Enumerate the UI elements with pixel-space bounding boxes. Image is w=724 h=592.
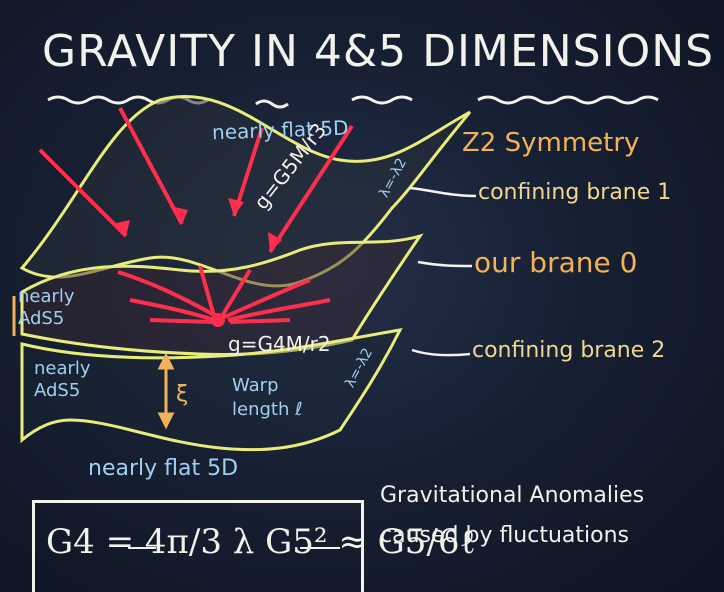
board-title: GRAVITY IN 4&5 DIMENSIONS [42, 26, 715, 77]
title-underline-small [255, 99, 289, 109]
confining-brane-2-sheet [20, 328, 403, 452]
ads-lower-label: nearly AdS5 [34, 358, 91, 401]
anomalies-text: Gravitational Anomalies caused by fluctu… [380, 483, 645, 548]
bottom-region-label: nearly flat 5D [88, 456, 239, 481]
pointer-confining-2 [411, 348, 471, 357]
equation-box [32, 500, 364, 592]
g4-formula: g=G4M/r2 [228, 332, 331, 356]
pointer-confining-1 [409, 186, 477, 198]
xi-arrow [157, 352, 175, 430]
g4-equation: G4 = 4π/3 λ G5² ≈ G5/6ℓ [46, 522, 476, 562]
warp-length-label: Warp length ℓ [232, 375, 303, 420]
point-mass [211, 313, 225, 327]
title-underline-mid [351, 95, 413, 105]
confining-brane-1-label: confining brane 1 [478, 180, 672, 205]
confining-brane-2-label: confining brane 2 [472, 338, 666, 363]
gravity-arrowheads [112, 198, 282, 252]
gravity-field-lines [38, 107, 354, 324]
ads-upper-label: nearly AdS5 [18, 286, 75, 329]
our-brane-label: our brane 0 [474, 246, 638, 279]
z2-symmetry-label: Z2 Symmetry [462, 128, 640, 158]
pointer-our-brane [417, 260, 473, 268]
title-underline-right [477, 95, 659, 105]
confining-brane-1-sheet [19, 94, 472, 288]
our-brane-0-sheet [20, 233, 424, 356]
xi-label: ξ [176, 382, 189, 407]
